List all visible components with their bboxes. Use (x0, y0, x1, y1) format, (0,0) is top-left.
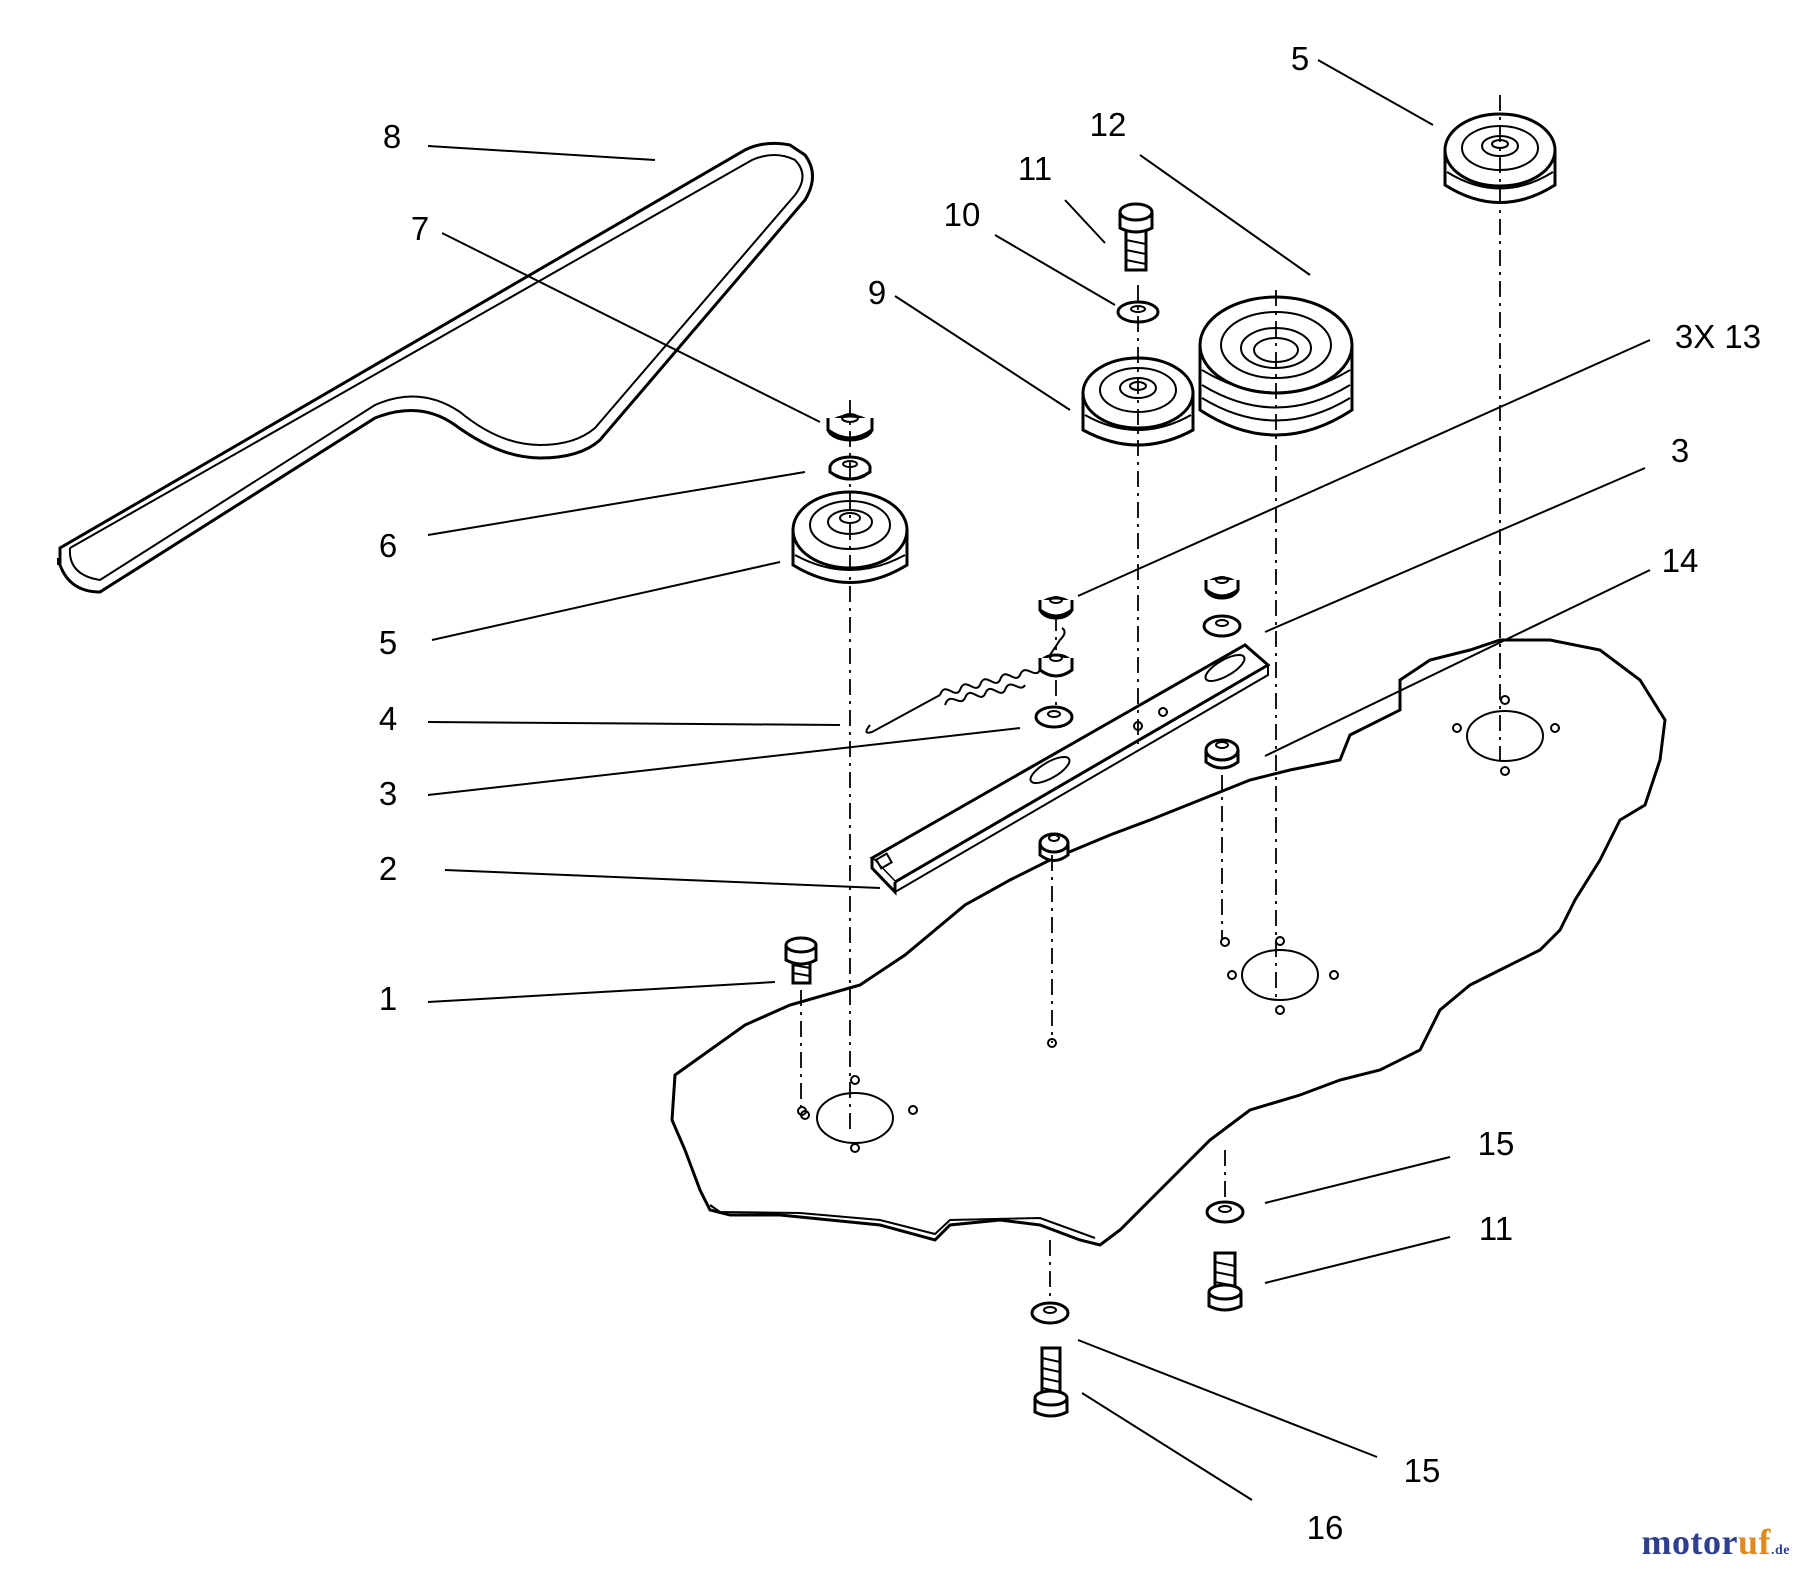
washer-3-left (1034, 705, 1074, 729)
callout-16: 16 (1307, 1509, 1344, 1546)
bolt-1 (784, 936, 818, 985)
callout-7: 7 (411, 210, 429, 247)
nut-13-middle (1038, 653, 1074, 678)
nut-13-right (1204, 576, 1240, 600)
callout-11-top: 11 (1018, 150, 1052, 187)
callout-12: 12 (1090, 106, 1127, 143)
deck-mounting-holes (797, 695, 1560, 1153)
bolt-11-bottom (1207, 1251, 1243, 1312)
nut-13-top (1038, 596, 1074, 620)
washer-15-bottom (1030, 1301, 1070, 1325)
callout-14: 14 (1662, 542, 1699, 579)
idler-pulley-9 (1081, 356, 1195, 447)
callout-8: 8 (383, 118, 401, 155)
bushing-14-right (1204, 738, 1240, 770)
idler-arm-2 (869, 643, 1271, 896)
washer-15-right (1205, 1200, 1245, 1224)
deck-plate (670, 638, 1667, 1247)
callout-15-bottom: 15 (1404, 1452, 1441, 1489)
watermark-part-1: motor (1641, 1522, 1738, 1562)
extension-spring-4 (865, 627, 1066, 734)
lock-nut-7 (826, 413, 874, 442)
callout-9: 9 (868, 274, 886, 311)
callout-5-left: 5 (379, 624, 397, 661)
v-belt (57, 141, 814, 594)
bolt-16 (1033, 1346, 1069, 1418)
callout-3-left: 3 (379, 775, 397, 812)
bolt-11-top (1118, 202, 1154, 272)
callout-1: 1 (379, 980, 397, 1017)
watermark-part-2: uf (1737, 1522, 1771, 1562)
callout-3-right: 3 (1671, 432, 1689, 469)
watermark-logo: motoruf.de (1642, 1521, 1790, 1563)
callout-10: 10 (944, 196, 981, 233)
assembly-center-lines (800, 95, 1501, 1300)
callout-5-right: 5 (1291, 40, 1309, 77)
watermark-part-3: .de (1771, 1543, 1790, 1558)
callout-11-bottom: 11 (1479, 1210, 1513, 1247)
callout-labels: 8 7 6 5 4 3 2 1 11 10 9 12 5 3X 13 3 14 … (379, 40, 1761, 1546)
bushing-14-left (1038, 832, 1070, 862)
callout-leader-lines (427, 59, 1651, 1501)
callout-3x13: 3X 13 (1675, 318, 1761, 355)
callout-6: 6 (379, 527, 397, 564)
callout-15-right: 15 (1478, 1125, 1515, 1162)
washer-3-right (1202, 614, 1242, 638)
callout-2: 2 (379, 850, 397, 887)
callout-4: 4 (379, 700, 397, 737)
